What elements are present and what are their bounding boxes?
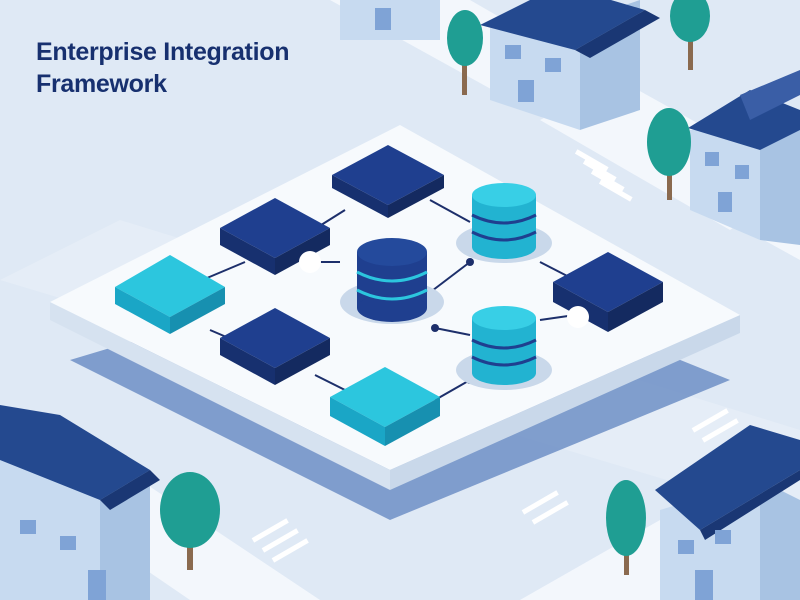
page-title: Enterprise Integration Framework (36, 36, 289, 100)
module-navy-lower-left-icon (220, 308, 330, 385)
crosswalk-right (691, 408, 739, 443)
connector-node (431, 324, 439, 332)
database-upper-right-icon (456, 183, 552, 263)
tree-top-1-icon (447, 10, 483, 95)
house-right-icon (688, 70, 800, 245)
database-center-icon (340, 238, 444, 324)
page-title-line-2: Framework (36, 70, 167, 98)
tree-right-icon (647, 108, 691, 200)
tree-top-2-icon (670, 0, 710, 70)
tree-bottom-left-icon (160, 472, 220, 570)
platform-side-right (390, 315, 740, 490)
connector-g (434, 327, 471, 336)
module-navy-upper-left-icon (220, 198, 330, 275)
house-bottom-left-icon (0, 405, 160, 600)
crosswalk-bottom-left (251, 518, 309, 563)
module-cyan-left-icon (115, 255, 225, 334)
connector-c (206, 261, 246, 279)
module-cyan-bottom-icon (330, 367, 440, 446)
house-bottom-right-icon (655, 425, 800, 600)
house-top-right-icon (480, 0, 660, 130)
platform-side-left (50, 302, 390, 490)
module-notch (299, 251, 321, 273)
connector-b (429, 199, 471, 223)
connector-j (314, 374, 346, 391)
connector-k (434, 379, 471, 401)
connector-node (466, 258, 474, 266)
tree-bottom-right-icon (606, 480, 646, 575)
module-notch (567, 306, 589, 328)
house-top-center-icon (340, 0, 440, 40)
crosswalk-bottom-right (521, 490, 569, 525)
page-title-line-1: Enterprise Integration (36, 38, 290, 66)
module-navy-top-icon (332, 145, 444, 218)
crosswalk-top-right (574, 149, 633, 202)
database-lower-right-icon (456, 306, 552, 390)
